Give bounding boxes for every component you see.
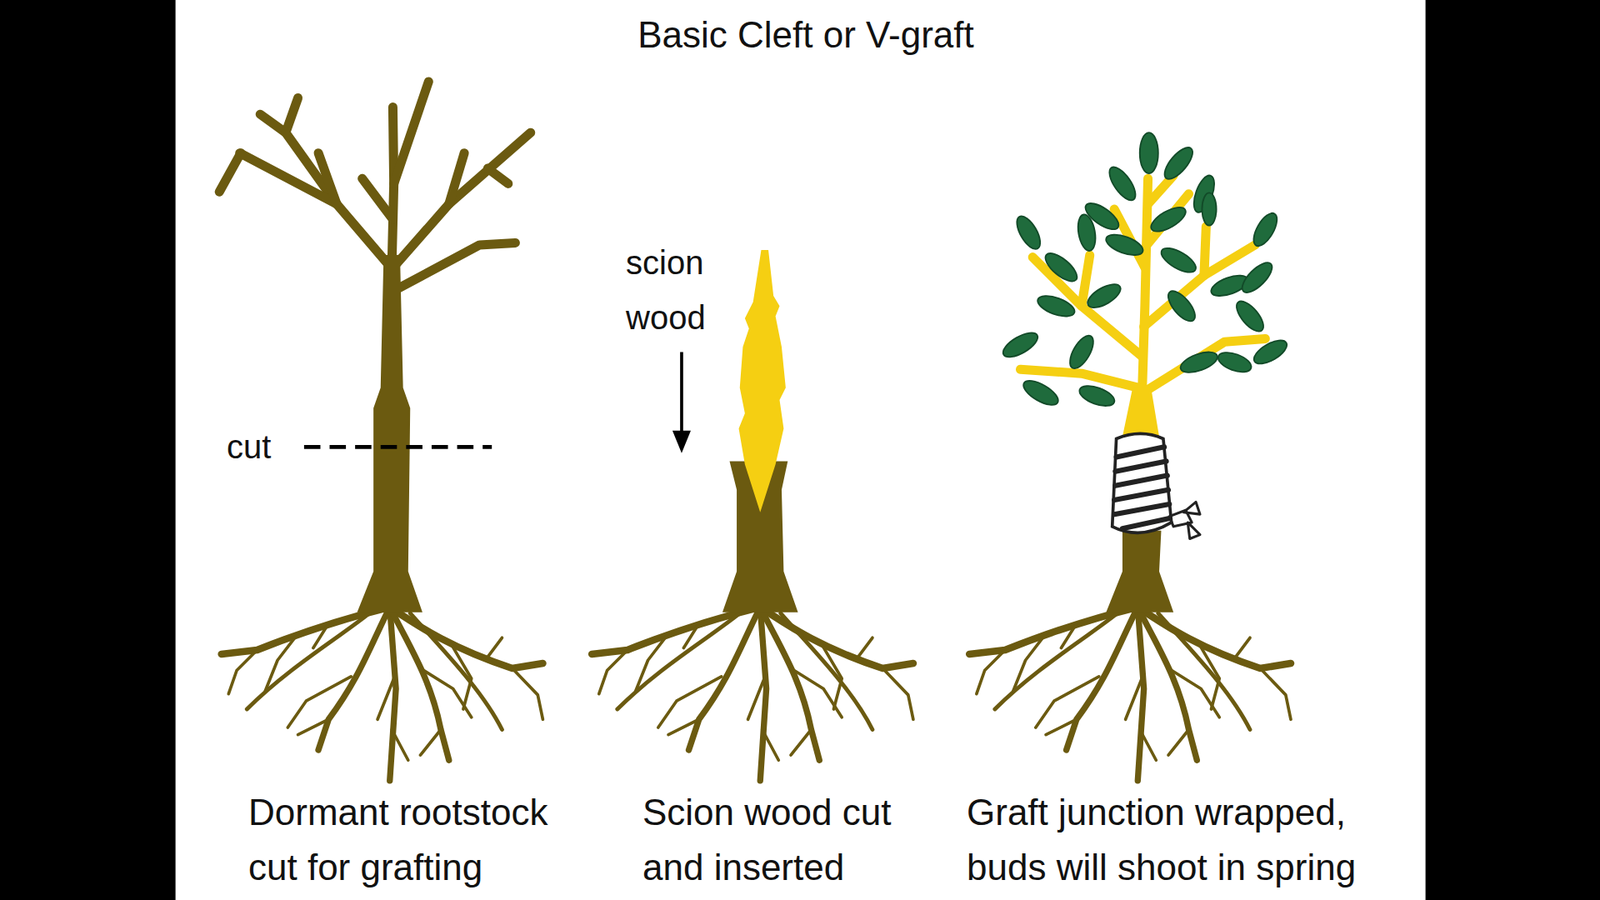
graft-wrap (1112, 433, 1200, 539)
scion-wood (739, 250, 786, 513)
cut-line (304, 445, 492, 450)
step-caption: Dormant rootstock cut for grafting (248, 785, 578, 895)
panel (175, 0, 1426, 900)
rootstock-tree (219, 81, 543, 781)
grafted-tree (969, 132, 1291, 781)
scion-label: scion wood (625, 235, 743, 345)
cleft-stock (591, 460, 914, 780)
title: Basic Cleft or V-graft (389, 11, 1223, 59)
step-caption: Graft junction wrapped, buds will shoot … (966, 785, 1384, 895)
step-caption: Scion wood cut and inserted (642, 785, 926, 895)
cut-label: cut (226, 426, 302, 467)
insert-arrow (672, 351, 691, 453)
